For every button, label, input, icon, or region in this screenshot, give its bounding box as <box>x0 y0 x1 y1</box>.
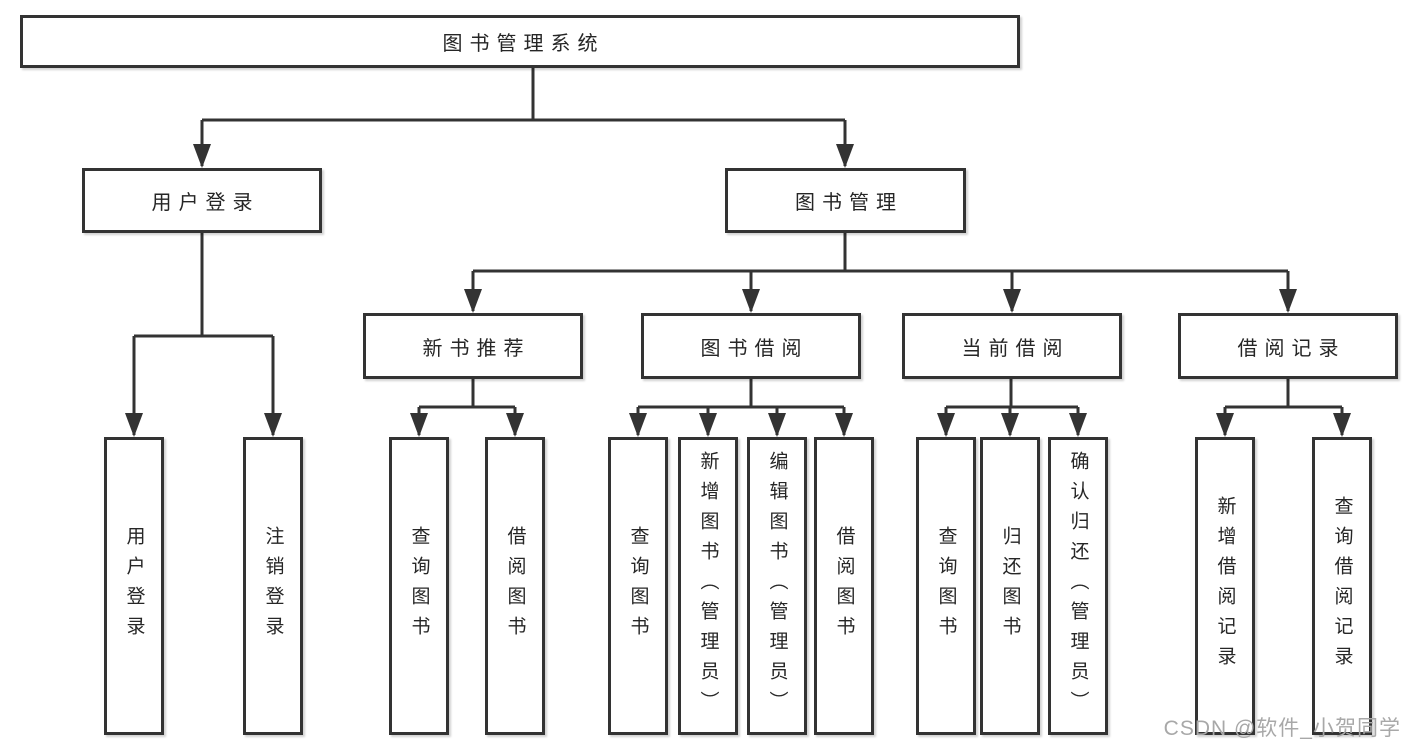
node-book-management: 图书管理 <box>725 168 966 233</box>
node-label: 归还图书 <box>999 526 1021 646</box>
node-label: 借阅图书 <box>504 526 526 646</box>
node-label: 借阅图书 <box>833 526 855 646</box>
leaf-newbook-query-books: 查询图书 <box>389 437 449 735</box>
csdn-watermark: CSDN @软件_小贺同学 <box>1163 717 1401 740</box>
leaf-borrowing-borrow-books: 借阅图书 <box>814 437 874 735</box>
node-label: 确认归还（管理员） <box>1067 451 1089 721</box>
node-current-borrowing: 当前借阅 <box>902 313 1122 379</box>
node-label: 新增借阅记录 <box>1214 496 1236 676</box>
node-label: 注销登录 <box>262 526 284 646</box>
leaf-confirm-return-admin: 确认归还（管理员） <box>1048 437 1108 735</box>
node-label: 图书管理 <box>795 192 903 214</box>
node-user-login: 用户登录 <box>82 168 322 233</box>
node-label: 用户登录 <box>123 526 145 646</box>
node-library-management-system: 图书管理系统 <box>20 15 1020 68</box>
node-borrowing-records: 借阅记录 <box>1178 313 1398 379</box>
node-label: 查询图书 <box>627 526 649 646</box>
node-label: 图书管理系统 <box>442 33 605 55</box>
leaf-add-borrow-record: 新增借阅记录 <box>1195 437 1255 735</box>
node-new-book-recommendation: 新书推荐 <box>363 313 583 379</box>
leaf-edit-book-admin: 编辑图书（管理员） <box>747 437 807 735</box>
connector-lines <box>132 68 1344 435</box>
node-label: 图书借阅 <box>700 337 809 360</box>
leaf-add-book-admin: 新增图书（管理员） <box>678 437 738 735</box>
node-label: 编辑图书（管理员） <box>766 451 788 721</box>
node-label: 当前借阅 <box>961 337 1070 360</box>
node-book-borrowing: 图书借阅 <box>641 313 861 379</box>
leaf-user-login: 用户登录 <box>104 437 164 735</box>
node-label: 用户登录 <box>151 192 260 214</box>
leaf-newbook-borrow-books: 借阅图书 <box>485 437 545 735</box>
leaf-query-borrow-record: 查询借阅记录 <box>1312 437 1372 735</box>
node-label: 借阅记录 <box>1237 337 1346 360</box>
leaf-current-query-books: 查询图书 <box>916 437 976 735</box>
node-label: 查询图书 <box>408 526 430 646</box>
node-label: 查询图书 <box>935 526 957 646</box>
leaf-return-books: 归还图书 <box>980 437 1040 735</box>
leaf-borrowing-query-books: 查询图书 <box>608 437 668 735</box>
node-label: 查询借阅记录 <box>1331 496 1353 676</box>
node-label: 新书推荐 <box>422 337 531 360</box>
leaf-logout: 注销登录 <box>243 437 303 735</box>
node-label: 新增图书（管理员） <box>697 451 719 721</box>
